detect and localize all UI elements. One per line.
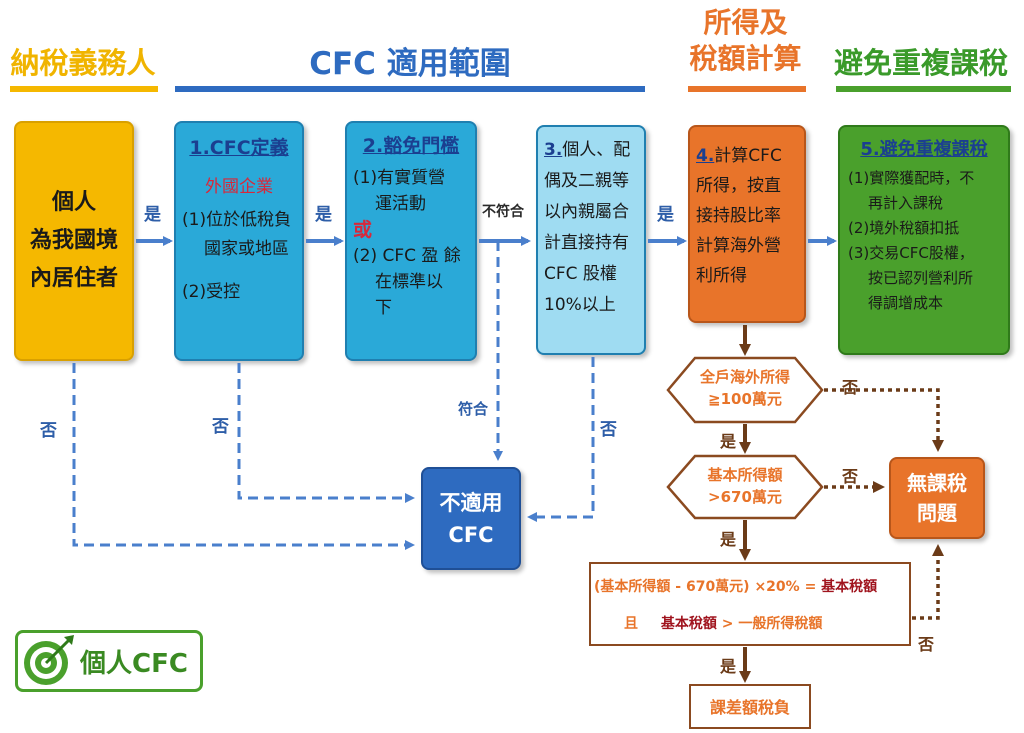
exemption-title: 2.豁免門檻 <box>362 135 460 157</box>
not-applicable-line2: CFC <box>448 522 494 547</box>
header-calc-underline <box>688 86 806 92</box>
holding-line6: 10%以上 <box>544 295 616 315</box>
box-exemption: 2.豁免門檻 (1)有實質營 運活動 或 (2) CFC 盈 餘 在標準以 下 <box>345 121 477 361</box>
calc-line5: 利所得 <box>696 266 747 286</box>
box-calculation: 4.計算CFC 所得，按直 接持股比率 計算海外營 利所得 <box>688 125 806 323</box>
diamond-basic-line2: >670萬元 <box>708 488 782 506</box>
formula-line1: (基本所得額 - 670萬元) ×20% = 基本稅額 <box>594 576 908 596</box>
final-tax-text: 課差額稅負 <box>709 698 790 717</box>
exemption-or: 或 <box>353 219 373 241</box>
box-holding: 3.個人、配 偶及二親等 以內親屬合 計直接持有 CFC 股權 10%以上 <box>536 125 646 355</box>
exemption-item1a: (1)有實質營 <box>353 168 446 188</box>
avoid-item1b: 再計入課稅 <box>868 194 944 212</box>
cfc-def-subtitle: 外國企業 <box>205 177 273 197</box>
target-icon <box>24 635 74 685</box>
holding-line5: CFC 股權 <box>544 264 617 284</box>
holding-number: 3. <box>544 140 563 160</box>
label-no-4: 否 <box>842 378 859 397</box>
final-tax-box <box>689 684 811 729</box>
cfc-def-item1a: (1)位於低稅負 <box>182 210 292 230</box>
no-tax-line1: 無課稅 <box>907 471 967 495</box>
formula-line2: 且 基本稅額 > 一般所得稅額 <box>624 613 904 633</box>
avoid-item3b: 按已認列營利所 <box>868 269 974 287</box>
label-no-1: 否 <box>40 421 57 441</box>
holding-line4: 計直接持有 <box>544 233 629 253</box>
avoid-title: 5.避免重複課稅 <box>860 139 988 160</box>
label-yes-2: 是 <box>315 205 332 225</box>
exemption-item2c: 下 <box>375 298 392 318</box>
avoid-item3a: (3)交易CFC股權， <box>848 244 974 262</box>
header-taxpayer-underline <box>10 86 158 92</box>
box-avoid-double-tax: 5.避免重複課稅 (1)實際獲配時，不 再計入課稅 (2)境外稅額扣抵 (3)交… <box>838 125 1010 355</box>
formula-compare: > 一般所得稅額 <box>716 616 823 632</box>
logo: 個人CFC <box>15 630 203 692</box>
resident-line1: 個人 <box>51 190 96 215</box>
header-avoid-underline <box>836 86 1011 92</box>
calc-number: 4. <box>696 146 715 166</box>
diamond-overseas-income <box>666 356 824 424</box>
calc-line3: 接持股比率 <box>696 206 781 226</box>
exemption-item2a: (2) CFC 盈 餘 <box>353 246 461 266</box>
label-no-6: 否 <box>918 635 935 654</box>
box-not-applicable: 不適用 CFC <box>421 467 521 570</box>
formula-box <box>589 562 911 646</box>
formula-basic-tax-1: 基本稅額 <box>821 579 878 595</box>
diamond-basic-line1: 基本所得額 <box>707 466 783 484</box>
box-no-tax: 無課稅 問題 <box>889 457 985 539</box>
label-yes-1: 是 <box>144 205 161 225</box>
calc-line1-text: 計算CFC <box>714 146 782 166</box>
calc-line2: 所得，按直 <box>696 176 781 196</box>
label-yes-6: 是 <box>720 657 737 676</box>
diamond-overseas-line2: ≧100萬元 <box>708 390 782 408</box>
diamond-basic-income <box>666 454 824 520</box>
box-cfc-definition: 1.CFC定義 外國企業 (1)位於低稅負 國家或地區 (2)受控 <box>174 121 304 361</box>
formula-part1: (基本所得額 - 670萬元) ×20% = <box>594 579 822 595</box>
header-scope-underline <box>175 86 645 92</box>
holding-line2: 偶及二親等 <box>544 171 629 191</box>
formula-and: 且 <box>624 616 638 632</box>
diamond-overseas-line1: 全戶海外所得 <box>699 368 790 386</box>
label-yes-3: 是 <box>657 205 674 225</box>
label-not-met: 不符合 <box>482 204 524 220</box>
exemption-item1b: 運活動 <box>375 194 426 214</box>
holding-line3: 以內親屬合 <box>544 202 629 222</box>
no-tax-line2: 問題 <box>917 501 957 525</box>
label-no-3: 否 <box>600 420 617 440</box>
header-calc: 所得及 稅額計算 <box>688 5 803 77</box>
resident-line2: 為我國境 <box>29 228 118 253</box>
logo-text: 個人CFC <box>80 648 188 679</box>
label-yes-5: 是 <box>720 530 737 549</box>
avoid-item3c: 得調增成本 <box>868 294 944 312</box>
label-no-2: 否 <box>212 417 229 437</box>
not-applicable-line1: 不適用 <box>439 490 503 515</box>
diamond-overseas-text: 全戶海外所得 ≧100萬元 <box>690 366 800 410</box>
holding-line1-text: 個人、配 <box>562 140 631 160</box>
formula-basic-tax-2: 基本稅額 <box>660 616 717 632</box>
resident-line3: 內居住者 <box>29 266 118 291</box>
header-taxpayer: 納稅義務人 <box>10 46 156 80</box>
header-calc-line1: 所得及 <box>703 6 788 39</box>
label-no-5: 否 <box>842 467 859 486</box>
header-calc-line2: 稅額計算 <box>689 42 802 75</box>
avoid-item1a: (1)實際獲配時，不 <box>848 169 975 187</box>
box-resident: 個人 為我國境 內居住者 <box>14 121 134 361</box>
exemption-item2b: 在標準以 <box>375 272 443 292</box>
diamond-basic-text: 基本所得額 >670萬元 <box>690 464 800 508</box>
header-scope: CFC 適用範圍 <box>309 46 511 82</box>
header-avoid: 避免重複課稅 <box>833 46 1008 80</box>
holding-line1: 3.個人、配 <box>544 135 638 166</box>
cfc-def-title: 1.CFC定義 <box>189 137 289 159</box>
label-yes-4: 是 <box>720 432 737 451</box>
calc-line4: 計算海外營 <box>696 236 781 256</box>
label-met: 符合 <box>458 400 489 418</box>
avoid-item2: (2)境外稅額扣抵 <box>848 219 960 237</box>
cfc-def-item1b: 國家或地區 <box>204 239 289 259</box>
cfc-def-item2: (2)受控 <box>182 282 241 302</box>
calc-line1: 4.計算CFC <box>696 141 798 171</box>
